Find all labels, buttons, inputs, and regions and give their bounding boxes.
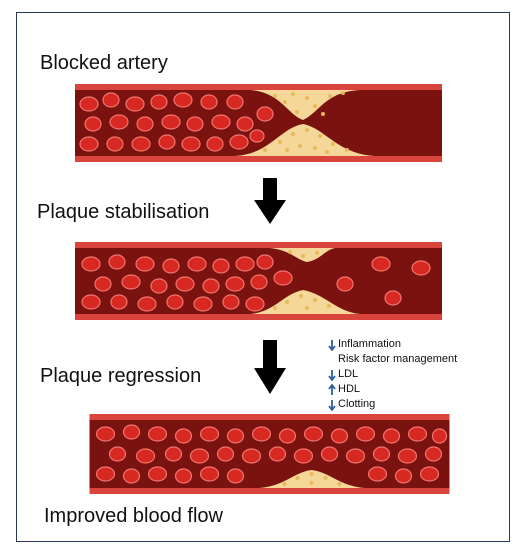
effect-label: Risk factor management <box>338 353 458 365</box>
effect-hdl: HDL <box>326 382 457 397</box>
plaque-bottom <box>235 124 375 156</box>
artery-blocked <box>75 84 442 162</box>
down-arrow-1 <box>254 178 286 224</box>
effect-inflammation: Inflammation <box>326 337 457 352</box>
effect-label: Clotting <box>338 398 376 410</box>
arrow-down-icon <box>328 339 336 351</box>
stage-title-plaque-regression: Plaque regression <box>40 365 202 387</box>
effect-label: LDL <box>338 368 359 380</box>
stage-title-blocked-artery: Blocked artery <box>40 52 168 74</box>
arrow-down-icon <box>328 399 336 411</box>
plaque-top <box>250 90 360 120</box>
arrow-up-icon <box>328 383 336 395</box>
stage-title-improved-blood-flow: Improved blood flow <box>44 505 223 527</box>
down-arrow-2 <box>254 340 286 394</box>
effect-clotting: Clotting <box>326 397 457 412</box>
plaque-texture <box>263 91 349 154</box>
plaque-bottom <box>250 290 360 314</box>
vessel-wall-bottom <box>75 156 442 162</box>
effect-risk-factor: Risk factor management <box>326 352 457 367</box>
effect-label: HDL <box>338 383 361 395</box>
stage-title-plaque-stabilisation: Plaque stabilisation <box>37 201 210 223</box>
effects-list: Inflammation Risk factor management LDL … <box>326 337 457 412</box>
arrow-down-icon <box>328 369 336 381</box>
effect-ldl: LDL <box>326 367 457 382</box>
artery-stabilisation <box>75 242 442 320</box>
vessel-wall-top <box>75 84 442 90</box>
effect-label: Inflammation <box>338 338 401 350</box>
artery-regression <box>89 414 450 494</box>
blood-cells <box>79 92 274 152</box>
